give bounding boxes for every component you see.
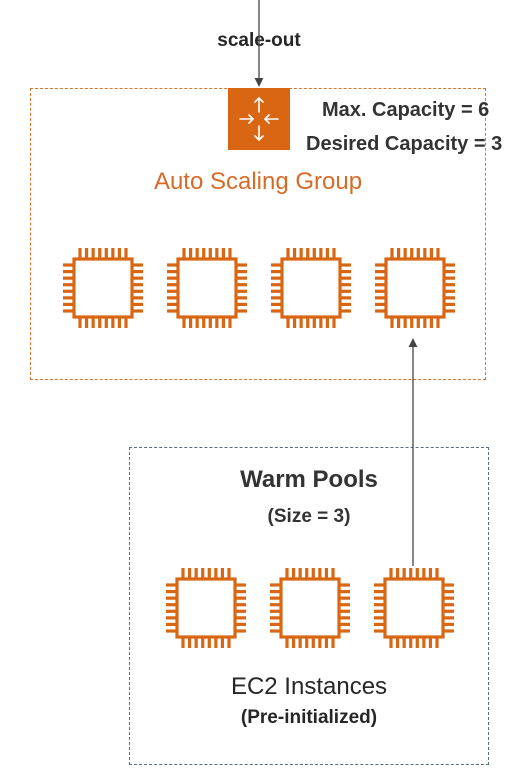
warm-pool-size: (Size = 3) [267,506,351,527]
asg-instances-group [63,248,455,328]
ec2-instance-icon [374,568,454,648]
ec2-instance-icon [271,248,351,328]
ec2-instance-icon [375,248,455,328]
max-capacity-label: Max. Capacity = 6 [322,99,490,121]
ec2-instance-icon [270,568,350,648]
warm-instances-group [166,568,454,648]
warm-pool-box [129,447,489,765]
ec2-instance-icon [166,568,246,648]
warm-pool-title: Warm Pools [240,466,378,493]
ec2-instances-label: EC2 Instances [230,673,388,700]
desired-capacity-label: Desired Capacity = 3 [306,133,503,155]
auto-scaling-group-label: Auto Scaling Group [153,168,363,195]
auto-scaling-icon [228,88,290,150]
ec2-instances-sublabel: (Pre-initialized) [240,707,378,728]
ec2-instance-icon [63,248,143,328]
ec2-instance-icon [167,248,247,328]
